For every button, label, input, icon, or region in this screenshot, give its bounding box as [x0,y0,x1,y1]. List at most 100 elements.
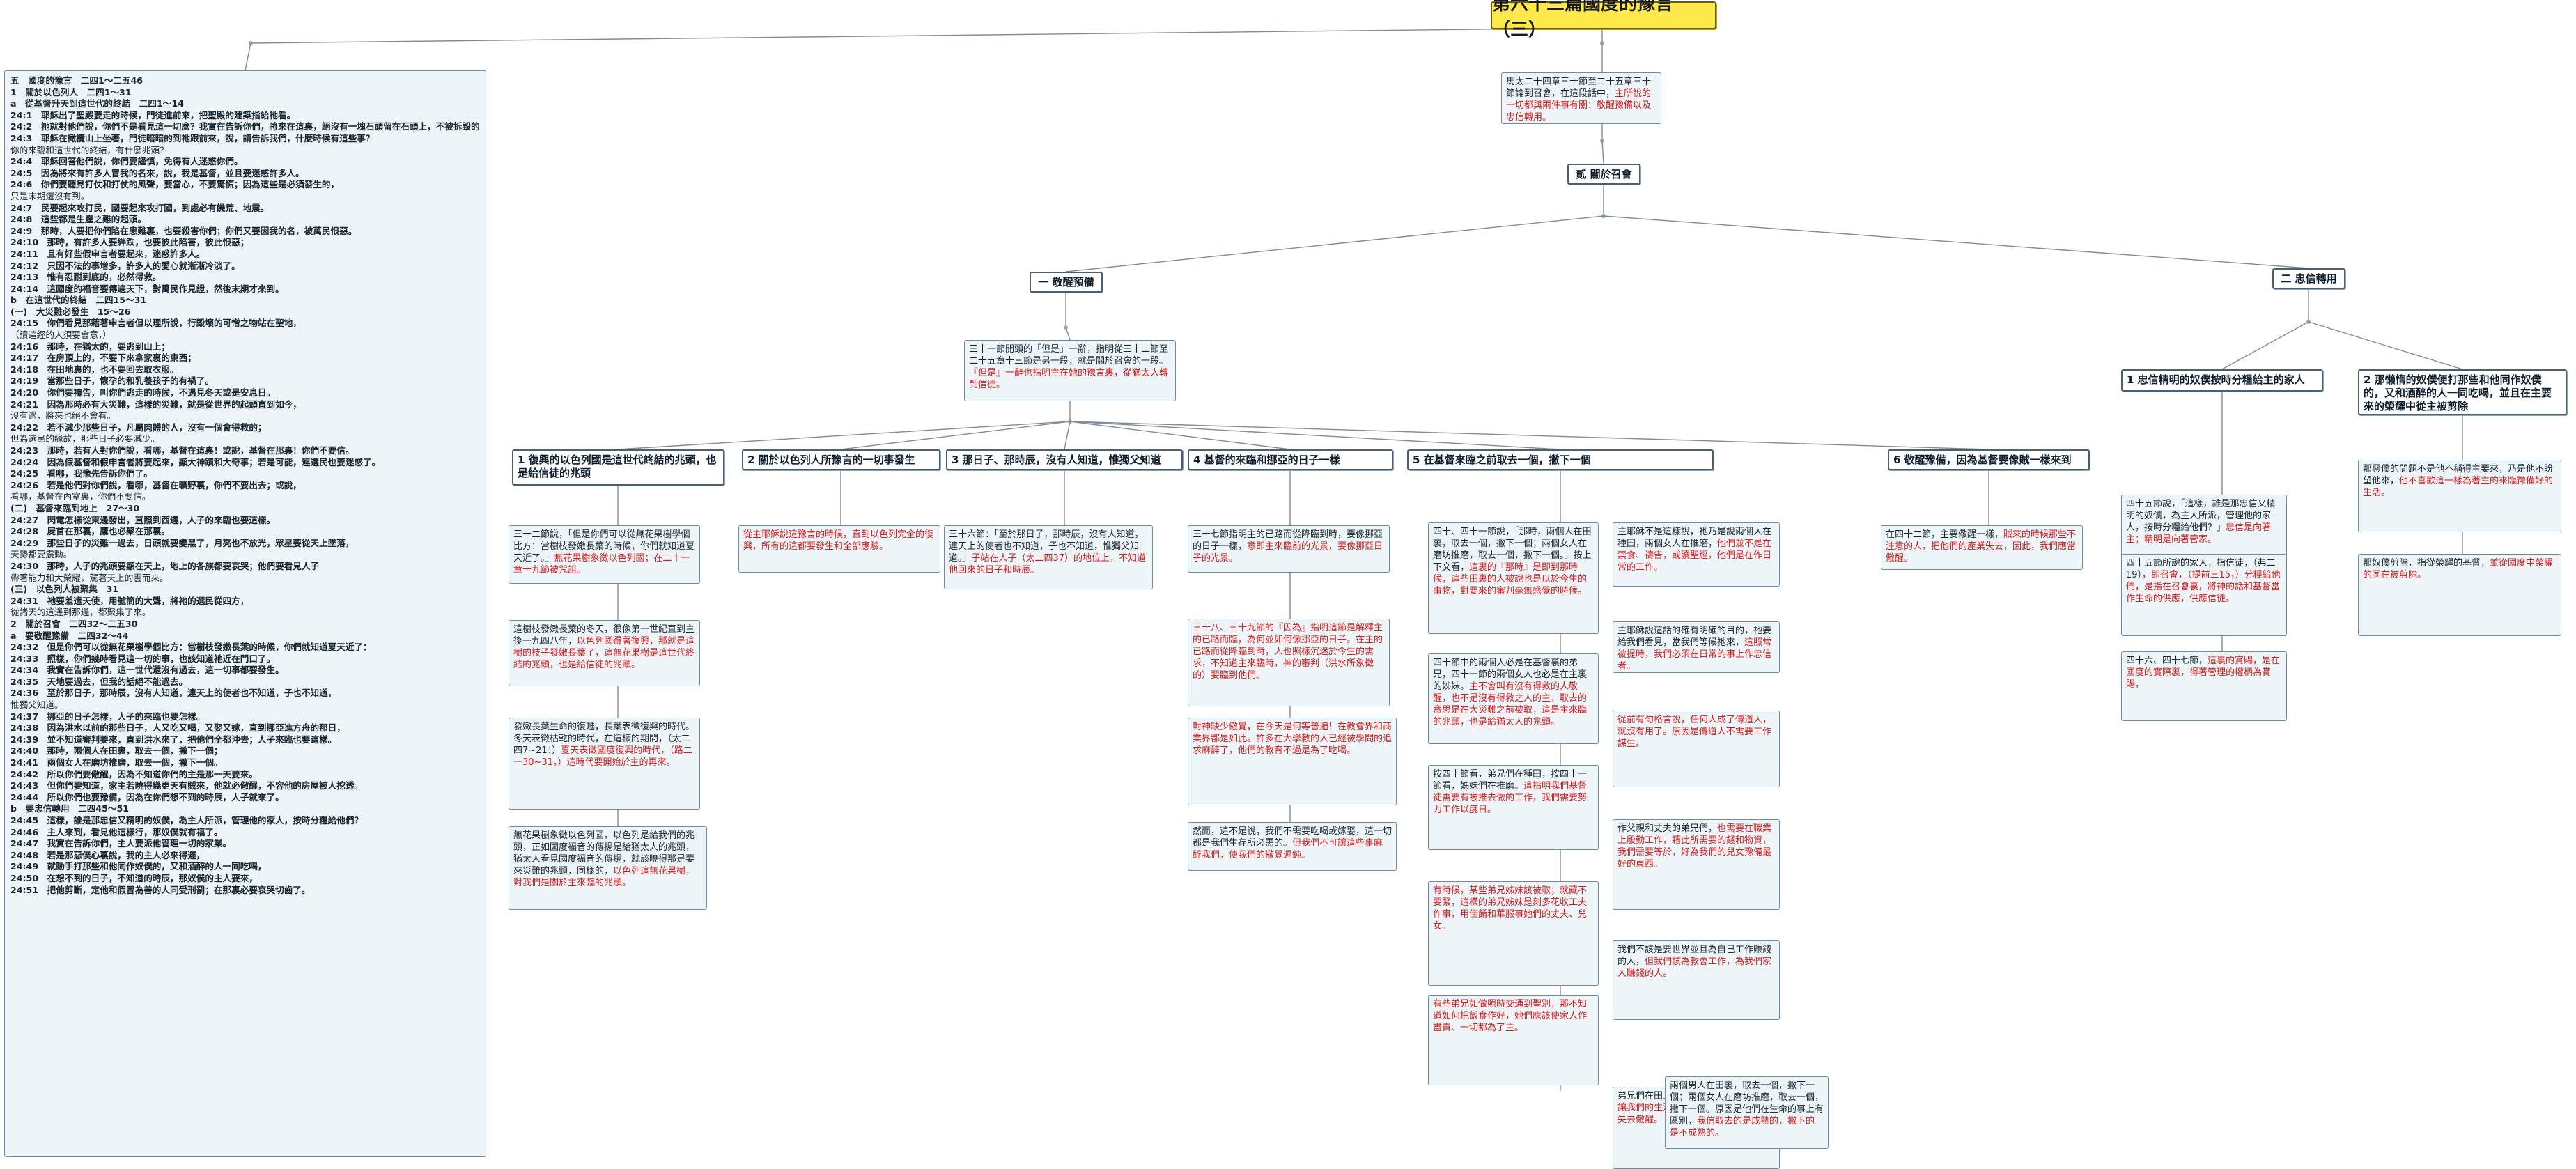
outline-line: 24:6 你們要聽見打仗和打仗的風聲，要當心，不要驚慌；因為這些是必須發生的， [10,179,340,190]
center-note-text: 主耶穌不是這樣說，祂乃是說兩個人在種田，兩個女人在推磨， [1617,527,1772,549]
connector [1069,421,1291,450]
watch-item-3[interactable]: 3 那日子、那時辰，沒有人知道，惟獨父知道 [946,449,1183,470]
faithful-item-2-note[interactable]: 那奴僕剪除，指從榮耀的基督，並從國度中榮耀的同在被剪除。 [2358,554,2561,636]
faithful-item-2-note-text: 那惡僕的問題不是他不稱得主要來，乃是他不盼望他來， [2363,464,2554,486]
watch-item-3-note-text: 三十六節：「至於那日子，那時辰，沒有人知道，連天上的使者也不知道，子也不知道，惟… [949,529,1144,564]
outline-line: 24:3 耶穌在橄欖山上坐著，門徒暗暗的到祂跟前來，說，請告訴我們，什麼時候有這… [10,132,375,144]
watch-item-1-note[interactable]: 無花果樹象徵以色列國，以色列是給我們的兆頭，正如國度福音的傳揚是給猶太人的兆頭，… [509,826,707,910]
outline-line: 24:44 所以你們也要豫備，因為在你們想不到的時辰，人子就來了。 [10,791,284,803]
watch-item-1[interactable]: 1 復興的以色列國是這世代終結的兆頭，也是給信徒的兆頭 [512,449,724,486]
watch-item-5-note[interactable]: 按四十節看，弟兄們在種田，按四十一節看，姊妹們在推磨。這指明我們基督徒需要有被推… [1428,765,1599,850]
faithful-item-1-note-highlight: ，即召會，（提前三15，）分糧給他們，是指在召會裏，將神的話和基督當作生命的供應… [2126,570,2281,604]
connector [245,42,251,71]
connector [250,27,1603,44]
watch-item-5-note-text: 四十、四十一節說，「那時，兩個人在田裏，取去一個，撇下一個；兩個女人在磨坊推磨，… [1433,527,1592,573]
summary-note-text: 馬太二十四章三十節至二十五章三十節論到召會，在這段話中， [1506,77,1652,99]
outline-line: 24:26 若是他們對你們說，看哪，基督在曠野裏，你們不要出去；或說， [10,479,302,490]
outline-line: a 從基督升天到這世代的終結 二四1～14 [10,98,184,109]
summary-note[interactable]: 馬太二十四章三十節至二十五章三十節論到召會，在這段話中，主所說的一切都與兩件事有… [1501,72,1661,124]
watch-item-5[interactable]: 5 在基督來臨之前取去一個，撇下一個 [1407,449,1714,470]
watch-item-4-note[interactable]: 對神缺少儆覺，在今天是何等普遍！在教會界和商業界都是如此。許多在大學教的人已經被… [1188,718,1397,805]
branch-watch[interactable]: 一 敬醒預備 [1030,272,1103,293]
watch-item-4-note[interactable]: 三十七節指明主的已路而從降臨到時，要像挪亞的日子一樣，意即主來臨前的光景，要像挪… [1188,525,1390,573]
faithful-item-1-note[interactable]: 四十五節所說的家人，指信徒，（弗二19），即召會，（提前三15，）分糧給他們，是… [2121,554,2287,636]
watch-item-5-note[interactable]: 有時候，某些弟兄姊妹該被取；就藏不要緊，這樣的弟兄姊妹是刻多花收工夫作事，用佳餚… [1428,881,1599,986]
faithful-item-1[interactable]: 1 忠信精明的奴僕按時分糧給主的家人 [2121,369,2323,392]
outline-line: 24:48 若是那惡僕心裏說，我的主人必來得遲， [10,849,205,860]
outline-line: 24:9 那時，人要把你們陷在患難裏，也要殺害你們；你們又要因我的名，被萬民恨惡… [10,225,357,236]
center-note[interactable]: 主耶穌說這話的確有明確的目的，祂要給我們看見，當我們等候祂來，這照常被提時，我們… [1613,621,1780,673]
outline-line: 只是末期還沒有到。 [10,190,90,201]
outline-line: 24:34 我實在告訴你們，這一世代還沒有過去，這一切事都要發生。 [10,665,284,676]
outline-line: 你的來臨和這世代的終結，有什麼兆頭？ [10,144,169,155]
outline-line: 24:49 就動手打那些和他同作奴僕的，又和酒醉的人一同吃喝， [10,861,267,872]
watch-item-1-note[interactable]: 這樹枝發嫩長葉的冬天，很像第一世紀直到主後一九四八年，以色列國得著復興，那就是這… [509,620,700,686]
center-note[interactable]: 作父親和丈夫的弟兄們，也需要在職業上殷勤工作，藉此所需要的錢和物資，我們需要等於… [1613,819,1780,910]
watch-item-6[interactable]: 6 敬醒豫備，因為基督要像賊一樣來到 [1888,449,2090,470]
outline-line: 惟獨父知道。 [10,699,63,711]
faithful-item-1-note[interactable]: 四十六、四十七節，這裏的賞賜，是在國度的實際裏，得著管理的權柄為賞賜， [2121,651,2287,721]
watch-item-1-note[interactable]: 三十二節說，「但是你們可以從無花果樹學個比方：當樹枝發嫩長葉的時候，你們就知道夏… [509,525,700,584]
watch-item-6-note[interactable]: 在四十二節，主要儆醒一樣，賊來的時候那些不注意的人，把他們的產業失去，因此，我們… [1881,525,2083,570]
watch-item-1-note-highlight: 以色列國得著復興，那就是這樹的枝子發嫩長葉了，這無花果樹是這世代終結的兆頭，也是… [513,636,695,670]
outline-line: 但為選民的緣故，那些日子必要減少。 [10,433,160,444]
watch-item-4-note[interactable]: 三十八、三十九節的『因為』指明這節是解釋主的已路而臨，為何並如何像挪亞的日子。在… [1188,619,1390,706]
center-note[interactable]: 主耶穌不是這樣說，祂乃是說兩個人在種田，兩個女人在推磨，他們並不是在禁食、禱告，… [1613,522,1780,587]
outline-line: 24:38 因為洪水以前的那些日子，人又吃又喝，又娶又嫁，直到挪亞進方舟的那日， [10,722,346,734]
connector [1065,327,1071,341]
watch-item-2-note[interactable]: 從主耶穌說這豫言的時候，直到以色列完全的復興，所有的這都要發生和全部應驗。 [738,525,940,573]
faithful-item-1-note-text: 四十五節所說的家人，指信徒，（弗二19） [2126,558,2276,580]
connector [1603,215,2309,269]
outline-line: (三) 以色列人被聚集 31 [10,584,118,595]
faithful-item-2-note-text: 那奴僕剪除，指從榮耀的基督， [2363,558,2490,568]
outline-line: 24:47 我實在告訴你們，主人要派他管理一切的家業。 [10,838,232,849]
branch-faithful[interactable]: 二 忠信轉用 [2272,268,2345,289]
faithful-item-1-note[interactable]: 四十五節說，「這樣，誰是那忠信又精明的奴僕，為主人所派，管理他的家人，按時分糧給… [2121,495,2287,559]
faithful-item-2-note[interactable]: 那惡僕的問題不是他不稱得主要來，乃是他不盼望他來，他不喜歡這一樣為著主的來臨豫備… [2358,460,2561,532]
watch-item-5-note-highlight: 這裏的『那時』是即到那時候，這些田裏的人被說也是以於今生的事物，對要來的審判毫無… [1433,562,1588,596]
outline-line: 24:19 當那些日子，懷孕的和乳養孩子的有禍了。 [10,376,214,387]
outline-line: 2 關於召會 二四32～二五30 [10,618,138,629]
outline-line: 1 關於以色列人 二四1～31 [10,86,132,98]
center-note[interactable]: 兩個男人在田裏，取去一個，撇下一個；兩個女人在磨坊推磨，取去一個，撇下一個。原因… [1665,1076,1829,1149]
connector-node [1601,214,1606,218]
watch-item-3-note[interactable]: 三十六節：「至於那日子，那時辰，沒有人知道，連天上的使者也不知道，子也不知道，惟… [944,525,1153,589]
outline-line: 從諸天的這邊到那邊，都聚集了來。 [10,607,151,618]
outline-line: 24:22 若不減少那些日子，凡屬肉體的人，沒有一個會得救的； [10,421,267,433]
center-note[interactable]: 從前有句格言說，任何人成了傳道人，就沒有用了。原因是傳道人不需要工作謀生。 [1613,711,1780,787]
watch-item-2-note-highlight: 從主耶穌說這豫言的時候，直到以色列完全的復興，所有的這都要發生和全部應驗。 [743,529,934,552]
faithful-item-2[interactable]: 2 那懶惰的奴僕便打那些和他同作奴僕的，又和酒醉的人一同吃喝，並且在主要來的榮耀… [2358,369,2567,415]
outline-line: 24:2 祂就對他們說，你們不是看見這一切麼？我實在告訴你們，將來在這裏，絕沒有… [10,121,480,132]
root-topic[interactable]: 第六十三篇國度的豫言（三） [1491,0,1716,40]
outline-line: 24:32 但是你們可以從無花果樹學個比方：當樹枝發嫩長葉的時候，你們就知道夏天… [10,642,372,653]
watch-item-3-note-highlight: 子站在人子（太二四37）的地位上，不知道他回來的日子和時辰。 [949,553,1147,575]
outline-line: 24:41 兩個女人在磨坊推磨，取去一個，撇下一個。 [10,757,223,768]
outline-line: 24:51 把他剪斷，定他和假冒為善的人同受刑罰；在那裏必要哀哭切齒了。 [10,884,311,895]
watch-item-2[interactable]: 2 關於以色列人所豫言的一切事發生 [742,449,940,470]
faithful-item-1-note-highlight: 這裏的賞賜，是在國度的實際裏，得著管理的權柄為賞賜， [2126,656,2281,690]
faithful-item-1-note-text: 四十六、四十七節， [2126,656,2208,666]
outline-line: 24:21 因為那時必有大災難，這樣的災難，就是從世界的起頭直到如今， [10,398,302,410]
watch-item-1-note[interactable]: 發嫩長葉生命的復甦，長葉表徵復興的時代。冬天表徵枯乾的時代，在這樣的期間，（太二… [509,718,700,810]
outline-line: 24:12 只因不法的事增多，許多人的愛心就漸漸冷淡了。 [10,260,240,271]
watch-item-4-note-highlight: 三十八、三十九節的『因為』指明這節是解釋主的已路而臨，為何並如何像挪亞的日子。在… [1193,623,1383,681]
outline-line: 24:15 你們看見那藉著申言者但以理所說，行毀壞的可憎之物站在聖地， [10,318,302,329]
watch-item-4-note-text: 然而，這不是說，我們不需要吃喝或嫁娶，這一切都是我們生存所必需的。 [1193,826,1392,849]
outline-line: 24:23 那時，若有人對你們說，看哪，基督在這裏！或說，基督在那裏！你們不要信… [10,445,355,456]
faithful-item-1-note-highlight: 忠信是向著主；精明是向著管家。 [2126,522,2272,545]
watch-item-5-note[interactable]: 四十、四十一節說，「那時，兩個人在田裏，取去一個，撇下一個；兩個女人在磨坊推磨，… [1428,522,1599,634]
watch-item-5-note[interactable]: 有些弟兄如做照時交通到聖別，那不知道如何把飯食作好，她們應該使家人作盡責、一切都… [1428,995,1599,1085]
watch-note[interactable]: 三十一節開頭的「但是」一辭，指明從三十二節至二十五章十三節是另一段，就是關於召會… [964,340,1176,401]
outline-line: 24:45 這樣，誰是那忠信又精明的奴僕，為主人所派，管理他的家人，按時分糧給他… [10,815,364,826]
watch-item-4-note[interactable]: 然而，這不是說，我們不需要吃喝或嫁娶，這一切都是我們生存所必需的。但我們不可讓這… [1188,822,1397,871]
watch-item-5-note[interactable]: 四十節中的兩個人必是在基督裏的弟兄，四十一節的兩個女人也必是在主裏的姊妹。主不會… [1428,653,1599,744]
center-note[interactable]: 我們不該是要世界並且為自己工作賺錢的人，但我們該為教會工作，為我們家人賺錢的人。 [1613,940,1780,1020]
watch-item-4[interactable]: 4 基督的來臨和挪亞的日子一樣 [1188,449,1393,470]
outline-line: 沒有過，將來也絕不會有。 [10,410,116,421]
branch-summon[interactable]: 貳 關於召會 [1567,164,1640,185]
watch-item-5-note-highlight: 這指明我們基督徒需要有被推去做的工作，我們需要努力工作以度日。 [1433,781,1588,815]
outline-line: 24:37 挪亞的日子怎樣，人子的來臨也要怎樣。 [10,711,205,722]
watch-item-1-note-highlight: 以色列這無花果樹，對我們是關於主來臨的兆頭。 [513,866,695,888]
outline-line: b 在這世代的終結 二四15～31 [10,295,147,306]
center-note-highlight: 也需要在職業上殷勤工作，藉此所需要的錢和物資，我們需要等於，好為我們的兒女豫備最… [1617,823,1772,869]
